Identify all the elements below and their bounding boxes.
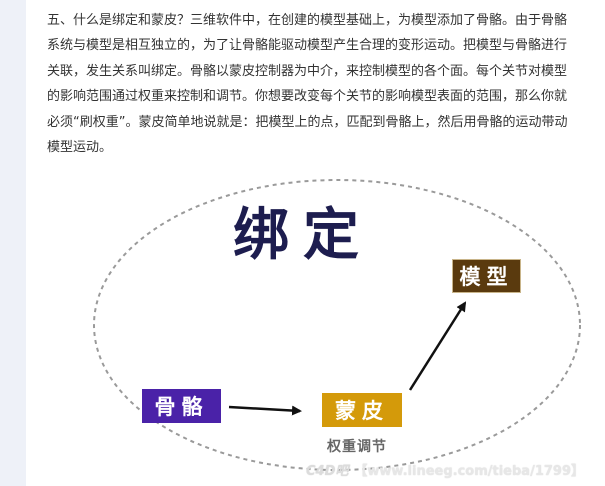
article-line: 五、什么是绑定和蒙皮？三维软件中，在创建的模型基础上，为模型添加了骨骼。由于骨骼	[47, 13, 568, 28]
article-line: 模型运动。	[47, 140, 113, 156]
model-label: 模型	[459, 265, 514, 289]
arrow-skin-to-model	[408, 301, 467, 391]
skin-box: 蒙皮	[322, 393, 402, 427]
article-line: 的影响范围通过权重来控制和调节。你想要改变每个关节的影响模型表面的范围，那么你就	[47, 89, 568, 105]
weight-adjust-label: 权重调节	[327, 439, 387, 455]
article-text: 五、什么是绑定和蒙皮？三维软件中，在创建的模型基础上，为模型添加了骨骼。由于骨骼…	[47, 8, 605, 160]
bone-box: 骨骼	[142, 389, 221, 423]
left-sidebar-strip	[0, 0, 26, 486]
watermark-url: 【www.lineeg.com/tieba/1799】	[354, 464, 584, 479]
bone-label: 骨骼	[154, 395, 209, 419]
watermark-logo: C4D吧	[306, 464, 349, 479]
skin-label: 蒙皮	[335, 399, 389, 423]
diagram-title: 绑定	[233, 203, 373, 268]
dashed-ellipse	[93, 179, 581, 471]
model-box: 模型	[452, 259, 521, 293]
watermark: C4D吧【www.lineeg.com/tieba/1799】	[306, 460, 584, 479]
article-line: 系统与模型是相互独立的，为了让骨骼能驱动模型产生合理的变形运动。把模型与骨骼进行	[47, 38, 568, 54]
arrow-bone-to-skin	[228, 405, 302, 416]
article-line: 必须“刷权重”。蒙皮简单地说就是：把模型上的点，匹配到骨骼上，然后用骨骼的运动带…	[47, 114, 568, 130]
article-line: 关联，发生关系叫绑定。骨骼以蒙皮控制器为中介，来控制模型的各个面。每个关节对模型	[47, 63, 568, 79]
